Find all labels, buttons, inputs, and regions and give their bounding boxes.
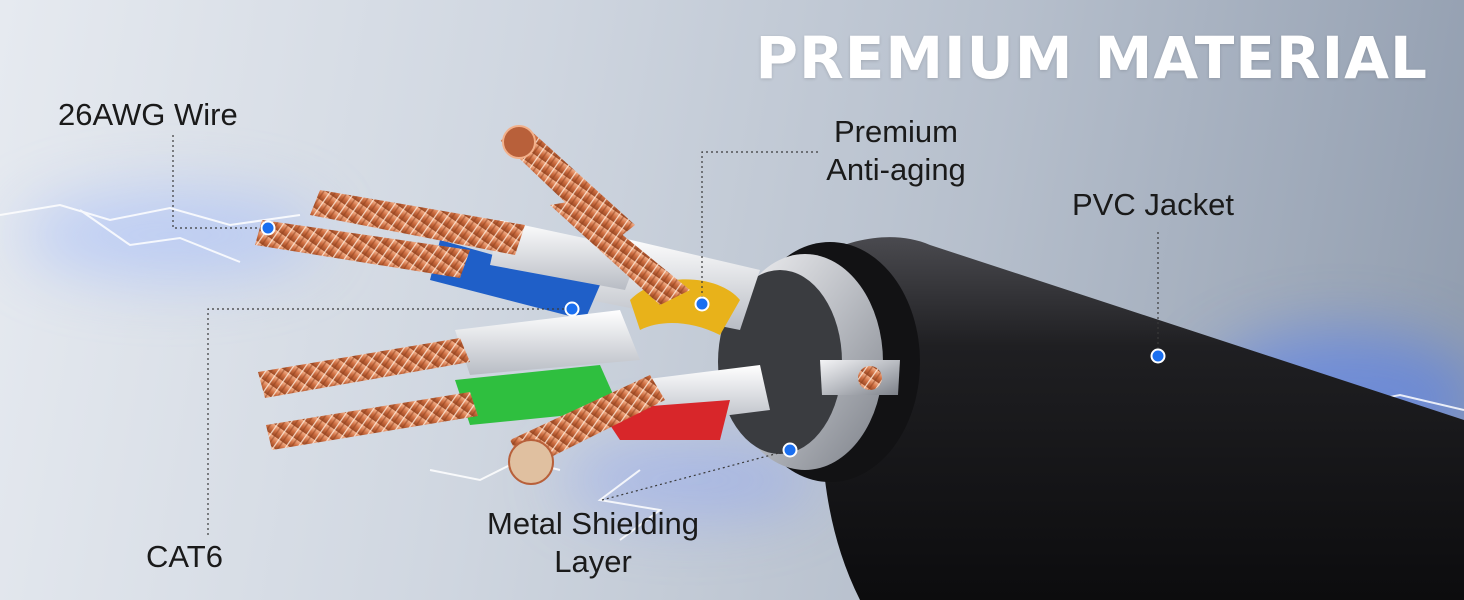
label-premium-anti-aging-line1: Premium bbox=[833, 114, 958, 149]
label-metal-shielding-layer: Metal Shielding Layer bbox=[470, 505, 716, 581]
marker-dot-shield bbox=[782, 442, 798, 458]
label-pvc-jacket: PVC Jacket bbox=[1072, 187, 1234, 222]
label-metal-shielding-line1: Metal Shielding bbox=[487, 506, 699, 541]
label-premium-anti-aging-line2: Anti-aging bbox=[826, 152, 966, 187]
label-metal-shielding-line2: Layer bbox=[554, 544, 632, 579]
pvc-jacket bbox=[820, 237, 1464, 600]
copper-conductors bbox=[255, 125, 690, 485]
marker-dot-jacket bbox=[1150, 348, 1166, 364]
callout-leaders bbox=[172, 135, 1159, 535]
marker-dot-wire bbox=[260, 220, 276, 236]
marker-dot-cat6 bbox=[564, 301, 580, 317]
label-premium-anti-aging: Premium Anti-aging bbox=[818, 113, 974, 189]
label-cat6: CAT6 bbox=[146, 539, 223, 574]
marker-dot-anti-aging bbox=[694, 296, 710, 312]
page-title: PREMIUM MATERIAL bbox=[755, 24, 1428, 92]
label-26awg-wire: 26AWG Wire bbox=[58, 97, 238, 132]
